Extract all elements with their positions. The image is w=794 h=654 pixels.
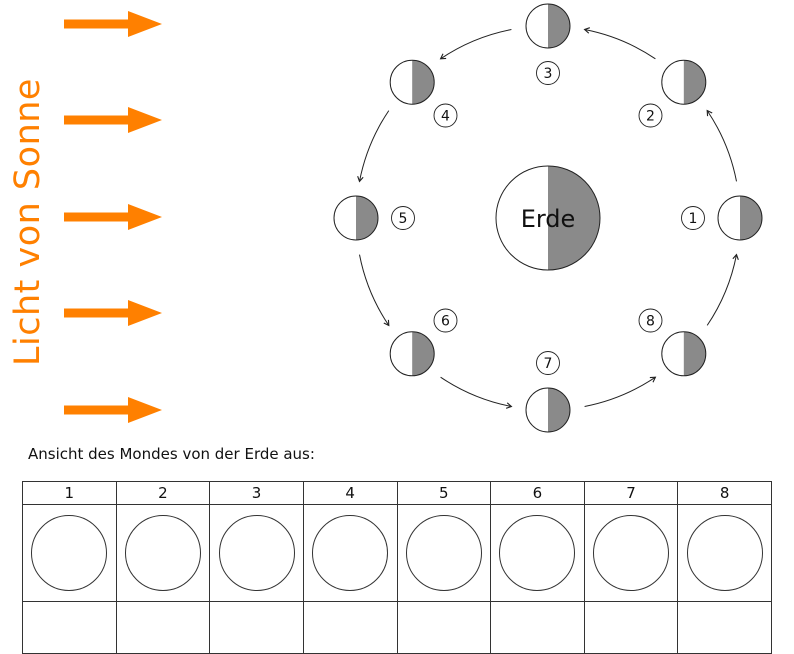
moon-shadow-half (683, 60, 706, 105)
position-badge-8: 8 (638, 308, 663, 333)
moon-position-7 (525, 387, 571, 433)
moon-shadow-half (740, 196, 762, 240)
answer-col-header-5: 5 (396, 481, 492, 505)
moon-position-1 (717, 195, 763, 241)
blank-moon-circle (499, 515, 576, 591)
sunlight-label: Licht von Sonne (8, 78, 48, 366)
orbit-arrow-4-5 (357, 110, 390, 183)
blank-moon-circle (312, 515, 389, 591)
answer-circles-row (22, 504, 772, 602)
answer-note-cell-4 (302, 601, 398, 654)
moon-orbit-diagram: Erde (333, 3, 763, 433)
blank-moon-circle (405, 515, 482, 591)
moon-position-6 (389, 331, 435, 377)
position-badge-number: 8 (646, 314, 655, 330)
earth-outline (495, 165, 601, 271)
position-badge-number: 4 (441, 109, 450, 125)
moon-shadow-half (548, 4, 570, 48)
answer-moon-cell-3 (209, 504, 304, 602)
answer-note-cell-3 (209, 601, 304, 654)
answer-col-header-7: 7 (583, 481, 679, 505)
answer-header-row: 1 2 3 4 5 6 7 8 (22, 481, 772, 505)
answer-col-header-2: 2 (115, 481, 211, 505)
sun-ray-arrow (64, 11, 162, 37)
orbit-arrow-5-6 (359, 254, 390, 327)
position-badge-number: 6 (441, 314, 450, 330)
answer-moon-cell-5 (396, 504, 492, 602)
position-badge-2: 2 (638, 103, 663, 128)
moon-outline (661, 331, 707, 377)
moon-outline (661, 59, 707, 105)
sun-ray-arrow (64, 300, 162, 326)
answer-notes-row (22, 601, 772, 654)
answer-col-header-1: 1 (22, 481, 117, 505)
position-badge-5: 5 (391, 206, 415, 230)
moon-shadow-half (356, 196, 378, 240)
answer-table: 1 2 3 4 5 6 7 8 (22, 481, 772, 654)
blank-moon-circle (31, 515, 108, 591)
position-badge-number: 1 (689, 211, 698, 227)
sun-ray-arrow (64, 107, 162, 133)
moon-position-4 (389, 59, 435, 105)
earth-label: Erde (521, 205, 576, 233)
answer-col-header-3: 3 (209, 481, 304, 505)
moon-shadow-half (412, 331, 435, 376)
answer-moon-cell-8 (677, 504, 772, 602)
moon-shadow-half (683, 331, 706, 376)
answer-note-cell-8 (677, 601, 772, 654)
earth: Erde (495, 165, 601, 271)
sun-ray-arrow (64, 204, 162, 230)
moon-outline (525, 3, 571, 49)
position-badge-4: 4 (433, 103, 458, 128)
moon-position-8 (661, 331, 707, 377)
moon-shadow-half (412, 60, 435, 105)
answer-moon-cell-6 (490, 504, 585, 602)
answer-moon-cell-1 (22, 504, 117, 602)
earth-shadow-half (548, 166, 600, 270)
orbit-arrow-2-3 (583, 27, 656, 60)
moon-position-5 (333, 195, 379, 241)
orbit-arrow-6-7 (440, 376, 513, 409)
orbit-arrow-1-2 (706, 109, 737, 182)
position-badge-1: 1 (681, 206, 705, 230)
moon-outline (525, 387, 571, 433)
position-badge-7: 7 (536, 351, 560, 375)
answer-moon-cell-7 (583, 504, 679, 602)
moon-shadow-half (548, 388, 570, 432)
blank-moon-circle (218, 515, 295, 591)
answer-col-header-4: 4 (302, 481, 398, 505)
blank-moon-circle (124, 515, 201, 591)
blank-moon-circle (593, 515, 670, 591)
moon-outline (389, 331, 435, 377)
answer-moon-cell-4 (302, 504, 398, 602)
position-badge-number: 7 (544, 356, 553, 372)
position-badge-number: 5 (399, 211, 408, 227)
moon-position-3 (525, 3, 571, 49)
answer-note-cell-5 (396, 601, 492, 654)
position-badge-number: 3 (544, 66, 553, 82)
answer-caption: Ansicht des Mondes von der Erde aus: (28, 445, 315, 463)
answer-note-cell-2 (115, 601, 211, 654)
answer-note-cell-6 (490, 601, 585, 654)
answer-note-cell-1 (22, 601, 117, 654)
position-badge-number: 2 (646, 109, 655, 125)
answer-col-header-6: 6 (490, 481, 585, 505)
sun-ray-arrow (64, 397, 162, 423)
blank-moon-circle (686, 515, 763, 591)
moon-outline (333, 195, 379, 241)
moon-position-2 (661, 59, 707, 105)
answer-note-cell-7 (583, 601, 679, 654)
answer-moon-cell-2 (115, 504, 211, 602)
sun-rays (64, 11, 162, 423)
moon-outline (389, 59, 435, 105)
answer-col-header-8: 8 (677, 481, 772, 505)
orbit-arrow-8-1 (706, 253, 739, 326)
moon-outline (717, 195, 763, 241)
orbit-arrow-7-8 (584, 376, 657, 407)
orbit-arrow-3-4 (439, 29, 512, 60)
position-badge-6: 6 (433, 308, 458, 333)
position-badge-3: 3 (536, 61, 560, 85)
